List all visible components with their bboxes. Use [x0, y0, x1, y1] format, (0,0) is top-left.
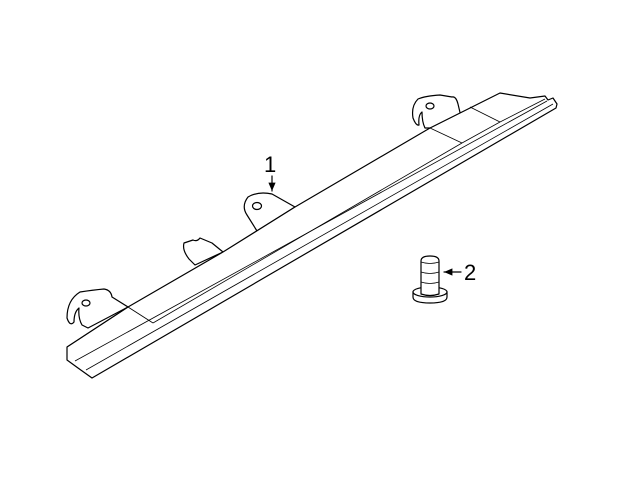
left-clip-bracket — [66, 288, 129, 329]
small-bracket — [182, 237, 224, 266]
callout-number-1: 1 — [264, 152, 276, 177]
callout-number-2: 2 — [464, 260, 476, 285]
molding-part — [66, 92, 558, 379]
screw-part — [412, 255, 448, 304]
callout-1: 1 — [264, 152, 276, 192]
molding-body — [66, 92, 558, 379]
callout-2: 2 — [443, 260, 476, 285]
middle-bracket-with-hole — [243, 192, 296, 232]
